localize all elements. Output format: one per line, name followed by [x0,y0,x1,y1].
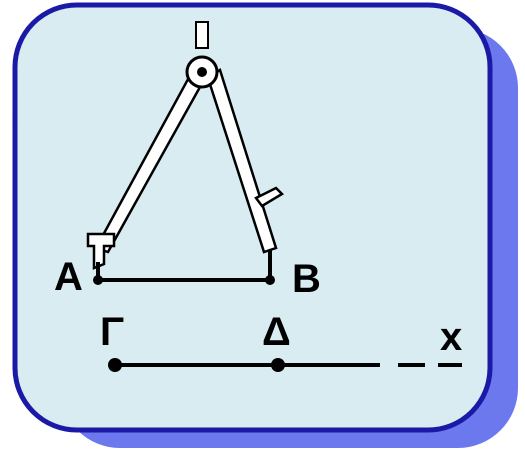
label-point-gamma: Γ [100,310,124,354]
compass-hinge-pin [197,67,207,77]
label-ray-x: x [440,315,462,359]
point-gamma-dot [108,358,122,372]
label-point-delta: Δ [262,310,291,354]
compass-handle [195,21,209,49]
label-point-b: Β [292,257,321,301]
point-b-dot [265,275,275,285]
label-point-a: Α [54,255,83,299]
compass-right-clamp [254,186,285,208]
point-delta-dot [271,358,285,372]
compass-left-holder [86,232,116,270]
drawing-compass-icon [86,21,285,280]
point-a-dot [93,275,103,285]
